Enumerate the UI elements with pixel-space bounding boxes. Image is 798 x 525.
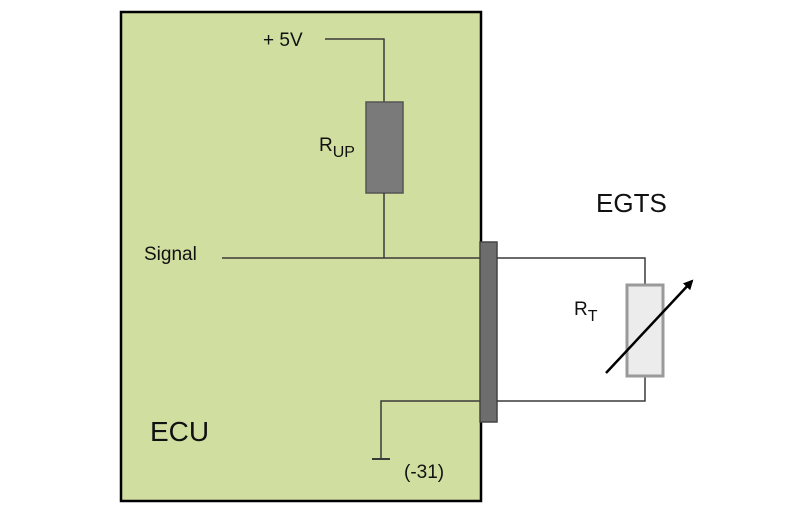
sensor-top-wire xyxy=(497,257,646,285)
ecu-label: ECU xyxy=(150,416,209,447)
supply-wire xyxy=(325,38,385,102)
pullup-resistor-label: RUP xyxy=(319,135,355,161)
ground-label: (-31) xyxy=(404,462,444,483)
ground-wire xyxy=(380,400,480,459)
sensor-bottom-wire xyxy=(497,376,646,402)
signal-label: Signal xyxy=(144,244,197,265)
sensor-resistor-label-sub: T xyxy=(588,308,598,325)
sensor-resistor xyxy=(625,283,665,378)
sensor-resistor-label-main: R xyxy=(574,299,588,320)
ecu-box xyxy=(119,10,483,503)
pullup-resistor-label-main: R xyxy=(319,135,333,156)
sensor-label: EGTS xyxy=(596,188,667,218)
pullup-resistor xyxy=(365,101,404,194)
supply-label: + 5V xyxy=(263,30,303,51)
pullup-resistor-label-sub: UP xyxy=(333,144,355,161)
variable-arrow xyxy=(605,279,694,374)
connector xyxy=(479,241,498,423)
sensor-resistor-label: RT xyxy=(574,299,598,325)
